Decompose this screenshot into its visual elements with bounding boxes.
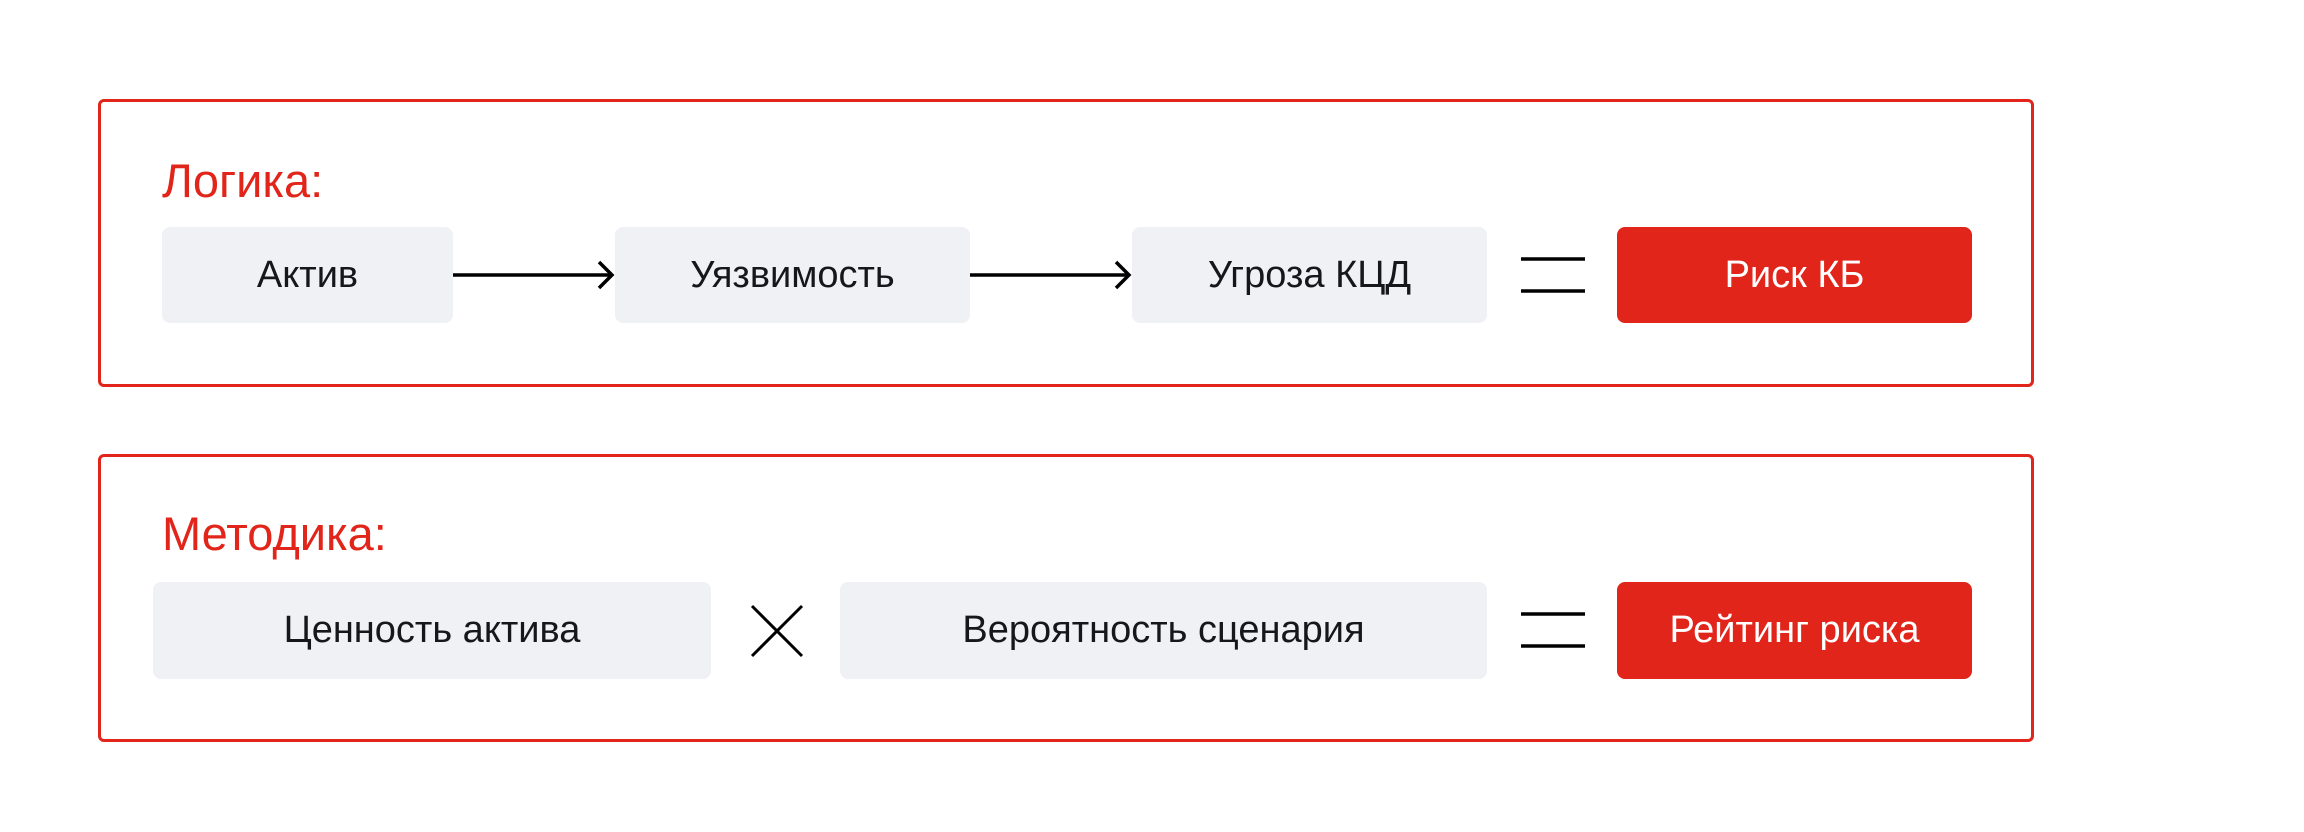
equals-icon [1521,612,1585,648]
arrow-right-icon [453,260,615,290]
method-panel: Методика: [98,454,2034,742]
arrow-right-icon [970,260,1132,290]
result-risk-rating: Рейтинг риска [1617,582,1972,679]
multiply-icon [750,604,804,658]
node-scenario-probability: Вероятность сценария [840,582,1487,679]
logic-title: Логика: [162,154,324,207]
result-cyber-risk: Риск КБ [1617,227,1972,323]
node-vulnerability: Уязвимость [615,227,970,323]
equals-icon [1521,257,1585,293]
node-asset-value: Ценность актива [153,582,711,679]
method-title: Методика: [162,507,387,560]
node-asset: Актив [162,227,453,323]
node-threat-cia: Угроза КЦД [1132,227,1487,323]
logic-panel: Логика: [98,99,2034,387]
